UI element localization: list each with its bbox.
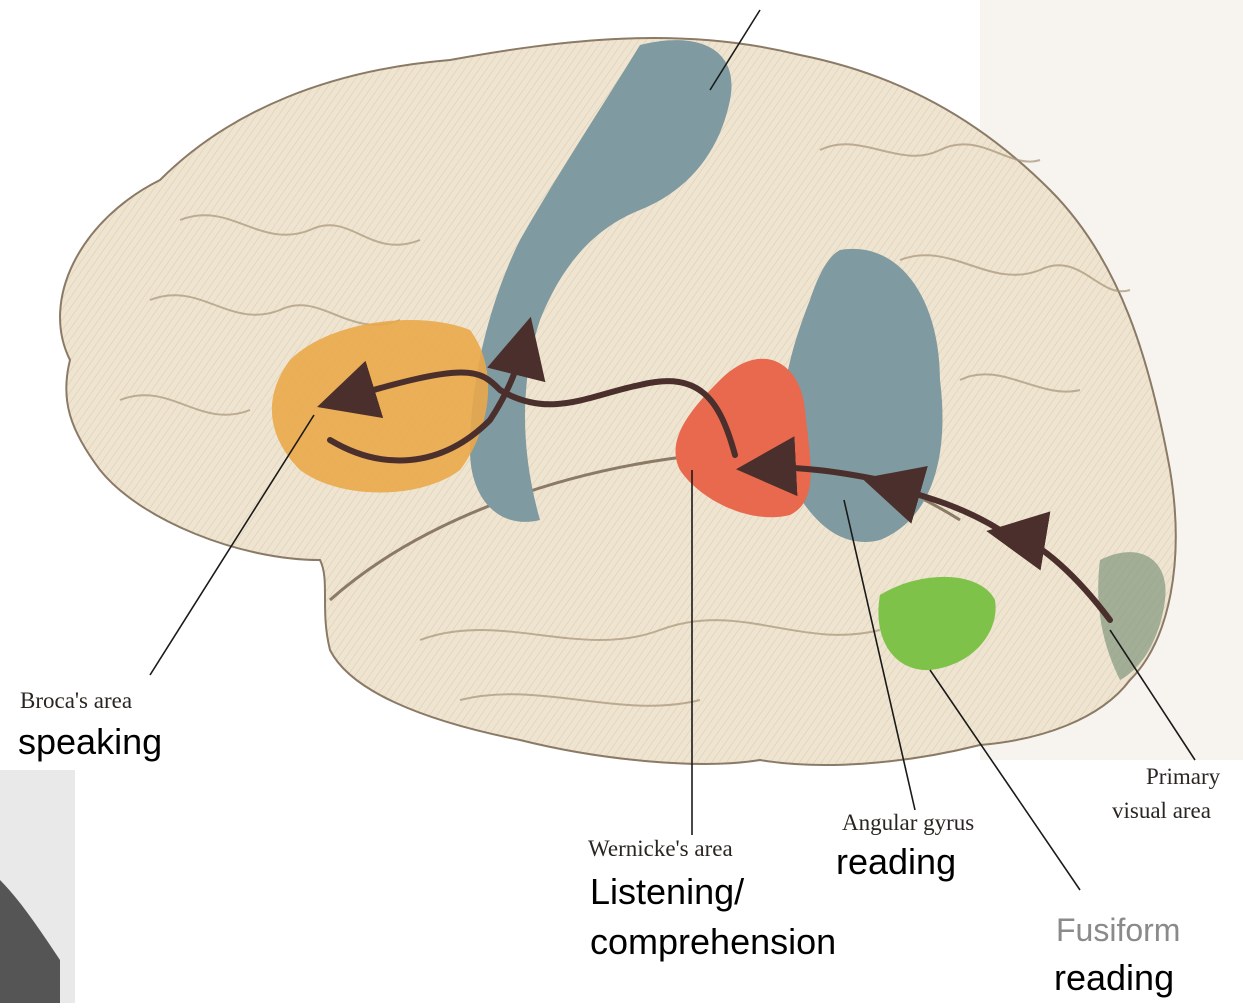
angular-function-label: reading	[836, 842, 956, 882]
wernicke-label: Wernicke's area	[588, 836, 733, 862]
broca-function-label: speaking	[18, 722, 162, 762]
fusiform-function-label: reading	[1054, 958, 1174, 998]
broca-label: Broca's area	[20, 688, 132, 714]
wernicke-function-label-line2: comprehension	[590, 922, 836, 962]
wernicke-function-label-line1: Listening/	[590, 872, 744, 912]
fusiform-label: Fusiform	[1056, 910, 1180, 950]
angular-gyrus-label: Angular gyrus	[842, 810, 974, 836]
primary-visual-label-line2: visual area	[1112, 798, 1211, 824]
primary-visual-label-line1: Primary	[1146, 764, 1220, 790]
